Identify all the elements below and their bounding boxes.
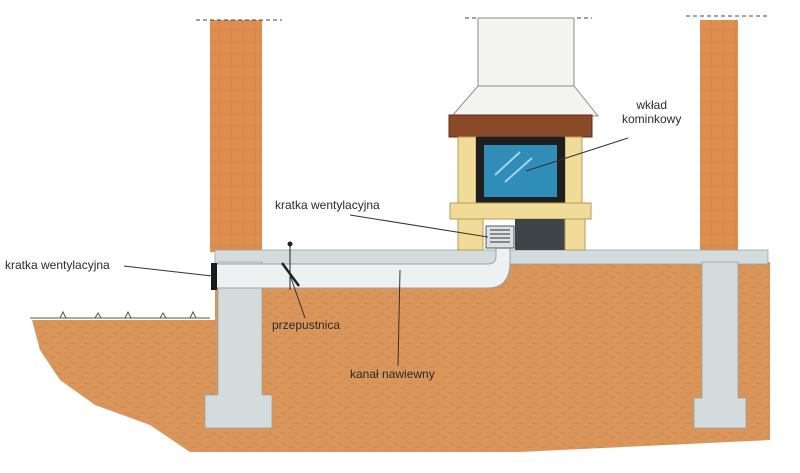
fireplace-ledge bbox=[449, 202, 592, 220]
floor-slab bbox=[214, 249, 769, 265]
leader-vent-grille-left bbox=[123, 265, 213, 277]
label-supply-duct: kanał nawiewny bbox=[350, 367, 435, 381]
right-column bbox=[564, 136, 583, 206]
chimney-pipe bbox=[477, 17, 575, 87]
right-foundation bbox=[693, 261, 747, 429]
label-fireplace-insert-line1: wkład bbox=[636, 98, 668, 112]
left-brick-wall bbox=[210, 20, 262, 252]
damper-knob bbox=[287, 241, 293, 247]
label-fireplace-insert: wkład kominkowy bbox=[622, 98, 681, 126]
label-vent-grille-left: kratka wentylacyjna bbox=[5, 258, 110, 272]
damper-blade bbox=[280, 262, 301, 287]
base-dark-panel bbox=[515, 219, 565, 250]
upper-vent-grille bbox=[485, 225, 515, 249]
insert-glass bbox=[484, 145, 557, 197]
mantel-beam bbox=[448, 114, 593, 138]
label-fireplace-insert-line2: kominkowy bbox=[622, 112, 682, 126]
fireplace-hood bbox=[450, 85, 600, 117]
leader-vent-grille-upper bbox=[349, 214, 489, 238]
leader-damper bbox=[289, 274, 306, 319]
leader-fireplace-insert bbox=[525, 137, 629, 172]
left-foundation bbox=[204, 261, 273, 429]
label-vent-grille-upper: kratka wentylacyjna bbox=[275, 198, 380, 212]
grass-tufts bbox=[59, 310, 197, 319]
left-vent-grille bbox=[211, 263, 217, 290]
leader-supply-duct bbox=[397, 269, 401, 367]
upper-vent-slats bbox=[490, 229, 510, 243]
base-right bbox=[564, 218, 586, 251]
glass-reflection bbox=[494, 151, 533, 183]
left-column bbox=[457, 136, 477, 206]
soil-ground bbox=[32, 262, 770, 452]
label-damper: przepustnica bbox=[272, 318, 341, 332]
right-brick-wall bbox=[700, 20, 738, 252]
